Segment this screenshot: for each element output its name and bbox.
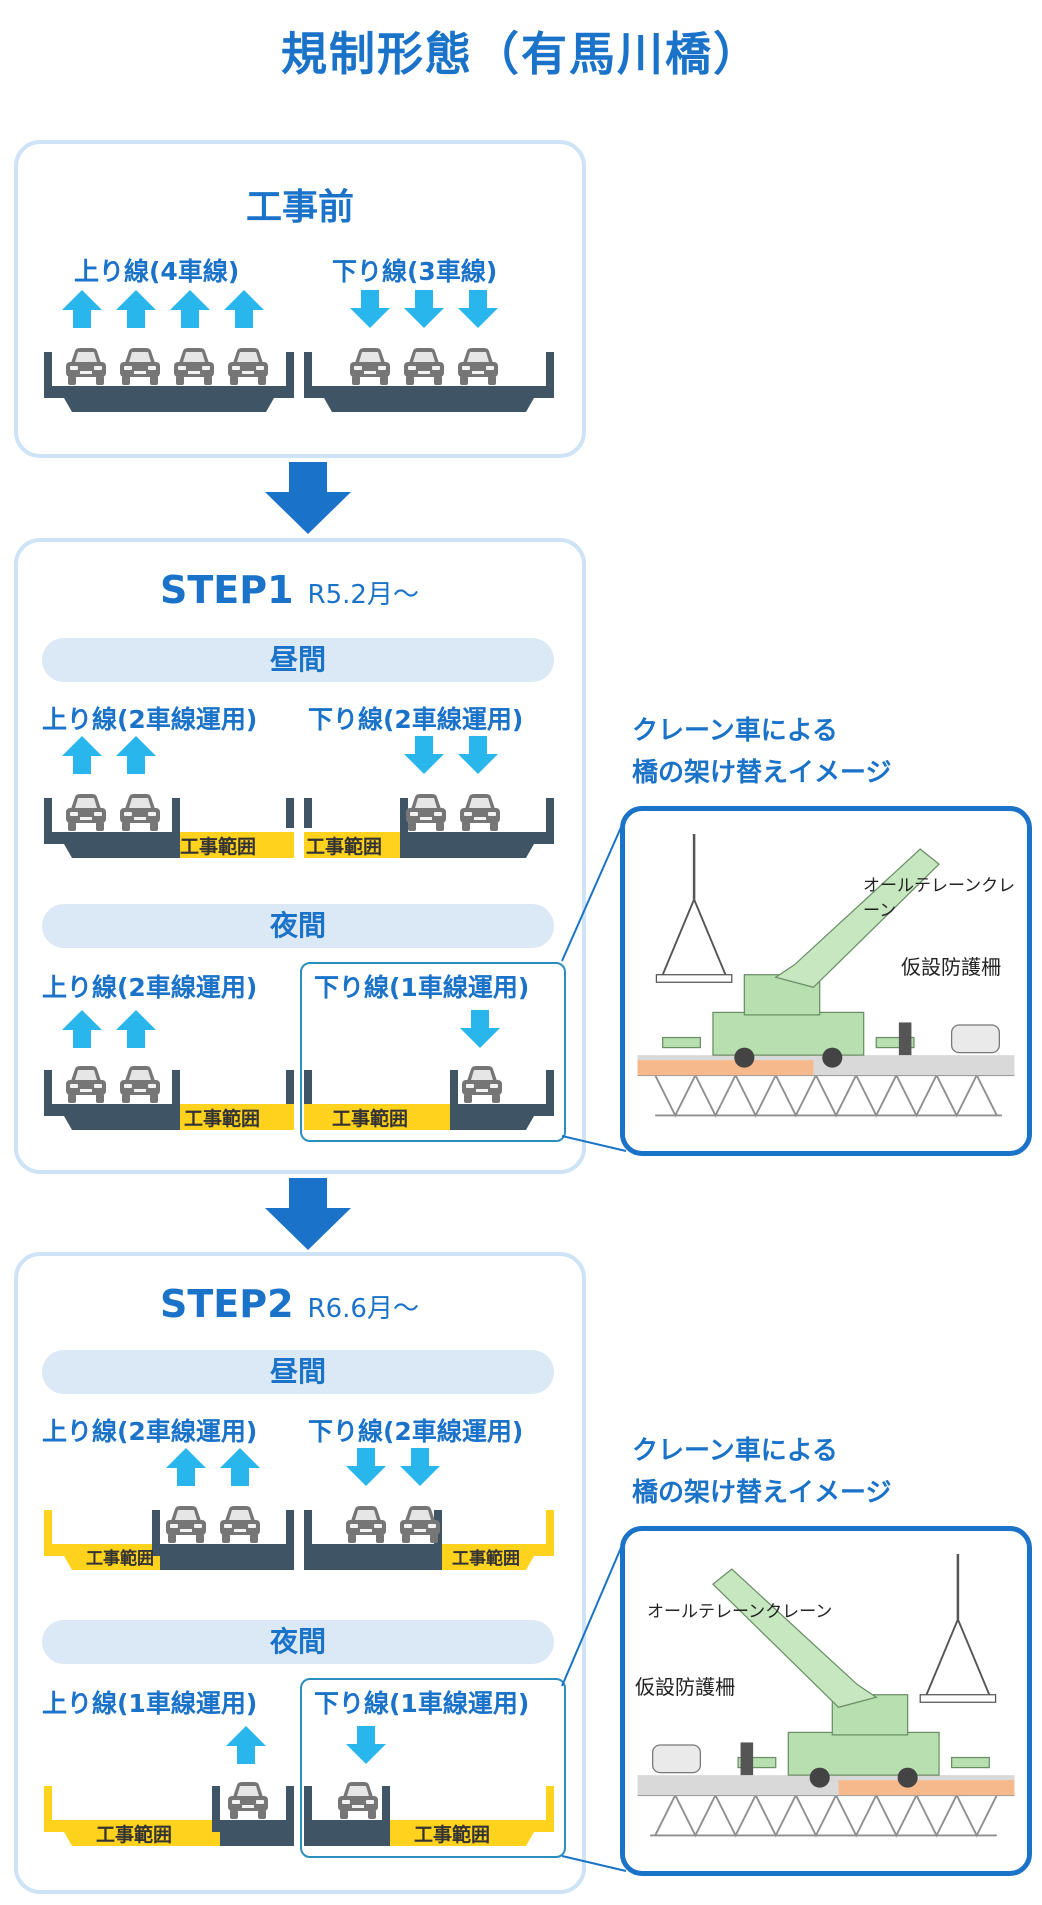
car-icon <box>220 1506 260 1543</box>
step1-name: STEP1 <box>160 568 294 612</box>
car-icon <box>120 794 160 831</box>
step2-caption-line2: 橋の架け替えイメージ <box>632 1478 892 1508</box>
arrow-up-icon <box>170 290 210 328</box>
car-icon <box>346 1506 386 1543</box>
step2-day-up-label: 上り線(2車線運用) <box>42 1417 258 1446</box>
arrow-up-icon <box>166 1448 206 1486</box>
arrow-up-icon <box>62 736 102 774</box>
step1-night-up-label: 上り線(2車線運用) <box>42 973 258 1002</box>
step1-callout-lines <box>561 815 627 1152</box>
flow-arrow-down-icon <box>265 1178 351 1250</box>
step1-day-work-right: 工事範囲 <box>306 836 383 858</box>
arrow-down-icon <box>404 290 444 328</box>
step2-title: STEP2 R6.6月〜 <box>160 1282 419 1326</box>
car-icon <box>462 1066 502 1103</box>
car-icon <box>458 348 498 385</box>
step2-crane-image: オールテレーンクレーン 仮設防護柵 <box>620 1526 1032 1876</box>
step2-caption-line1: クレーン車による <box>632 1436 838 1466</box>
step1-caption-line2: 橋の架け替えイメージ <box>632 758 892 788</box>
car-icon <box>406 794 446 831</box>
step1-night-highlight <box>300 962 566 1142</box>
step2-date: R6.6月〜 <box>307 1294 419 1324</box>
arrow-up-icon <box>226 1726 266 1764</box>
step1-title: STEP1 R5.2月〜 <box>160 568 419 612</box>
arrow-down-icon <box>404 736 444 774</box>
step2-night-pill: 夜間 <box>42 1620 554 1664</box>
step1-fence-label: 仮設防護柵 <box>901 955 1001 979</box>
up-arrows <box>62 290 264 328</box>
step2-day-road-diagram <box>44 1448 554 1570</box>
step1-date: R5.2月〜 <box>307 580 419 610</box>
step2-night-road-diagram <box>44 1726 554 1846</box>
step2-day-work-left: 工事範囲 <box>86 1549 154 1569</box>
step1-day-down-label: 下り線(2車線運用) <box>308 705 524 734</box>
arrow-up-icon <box>62 1010 102 1048</box>
car-icon <box>338 1782 378 1819</box>
step2-caption: クレーン車による 橋の架け替えイメージ <box>632 1430 891 1514</box>
crane-illustration <box>625 811 1027 1151</box>
step1-night-pill: 夜間 <box>42 904 554 948</box>
step2-callout-lines <box>561 1535 627 1872</box>
step2-night-highlight <box>300 1678 566 1858</box>
before-up-label: 上り線(4車線) <box>74 257 240 286</box>
arrow-down-icon <box>346 1448 386 1486</box>
car-icon <box>166 1506 206 1543</box>
step2-day-down-label: 下り線(2車線運用) <box>308 1417 524 1446</box>
arrow-down-icon <box>458 736 498 774</box>
step1-night-work-right: 工事範囲 <box>332 1108 409 1130</box>
step1-caption-line1: クレーン車による <box>632 716 838 746</box>
car-icon <box>228 348 268 385</box>
car-icon <box>404 348 444 385</box>
car-icon <box>66 1066 106 1103</box>
step2-day-pill: 昼間 <box>42 1350 554 1394</box>
arrow-down-icon <box>346 1726 386 1764</box>
step2-day-work-right: 工事範囲 <box>452 1549 520 1569</box>
step1-night-work-left: 工事範囲 <box>184 1108 261 1130</box>
step1-crane-image: オールテレーンクレーン 仮設防護柵 <box>620 806 1032 1156</box>
arrow-down-icon <box>458 290 498 328</box>
arrow-up-icon <box>116 736 156 774</box>
car-icon <box>460 794 500 831</box>
step2-night-up-label: 上り線(1車線運用) <box>42 1689 258 1718</box>
car-icon <box>228 1782 268 1819</box>
step1-night-road-diagram <box>44 1010 554 1130</box>
flow-arrow-down-icon <box>265 462 351 534</box>
step2-night-work-right: 工事範囲 <box>414 1824 491 1846</box>
arrow-up-icon <box>62 290 102 328</box>
down-arrows <box>350 290 498 328</box>
step1-night-down-label: 下り線(1車線運用) <box>314 973 530 1002</box>
step2-crane-label: オールテレーンクレーン <box>647 1602 833 1622</box>
before-road-diagram <box>44 290 554 412</box>
car-icon <box>120 348 160 385</box>
step2-name: STEP2 <box>160 1282 294 1326</box>
arrow-down-icon <box>350 290 390 328</box>
step2-fence-label: 仮設防護柵 <box>635 1675 735 1699</box>
step1-day-road-diagram <box>44 736 554 858</box>
step1-caption: クレーン車による 橋の架け替えイメージ <box>632 710 891 794</box>
car-icon <box>174 348 214 385</box>
car-icon <box>66 348 106 385</box>
arrow-up-icon <box>224 290 264 328</box>
before-down-label: 下り線(3車線) <box>332 257 498 286</box>
crane-illustration <box>625 1531 1027 1871</box>
arrow-up-icon <box>116 1010 156 1048</box>
step2-night-down-label: 下り線(1車線運用) <box>314 1689 530 1718</box>
car-icon <box>66 794 106 831</box>
car-icon <box>350 348 390 385</box>
arrow-down-icon <box>460 1010 500 1048</box>
car-icon <box>120 1066 160 1103</box>
step1-crane-label: オールテレーンクレーン <box>863 876 1016 921</box>
page-title: 規制形態（有馬川橋） <box>281 27 761 81</box>
step1-day-up-label: 上り線(2車線運用) <box>42 705 258 734</box>
step1-day-work-left: 工事範囲 <box>180 836 257 858</box>
arrow-up-icon <box>220 1448 260 1486</box>
before-title: 工事前 <box>245 187 354 228</box>
step1-day-pill: 昼間 <box>42 638 554 682</box>
step2-night-work-left: 工事範囲 <box>96 1824 173 1846</box>
arrow-up-icon <box>116 290 156 328</box>
arrow-down-icon <box>400 1448 440 1486</box>
